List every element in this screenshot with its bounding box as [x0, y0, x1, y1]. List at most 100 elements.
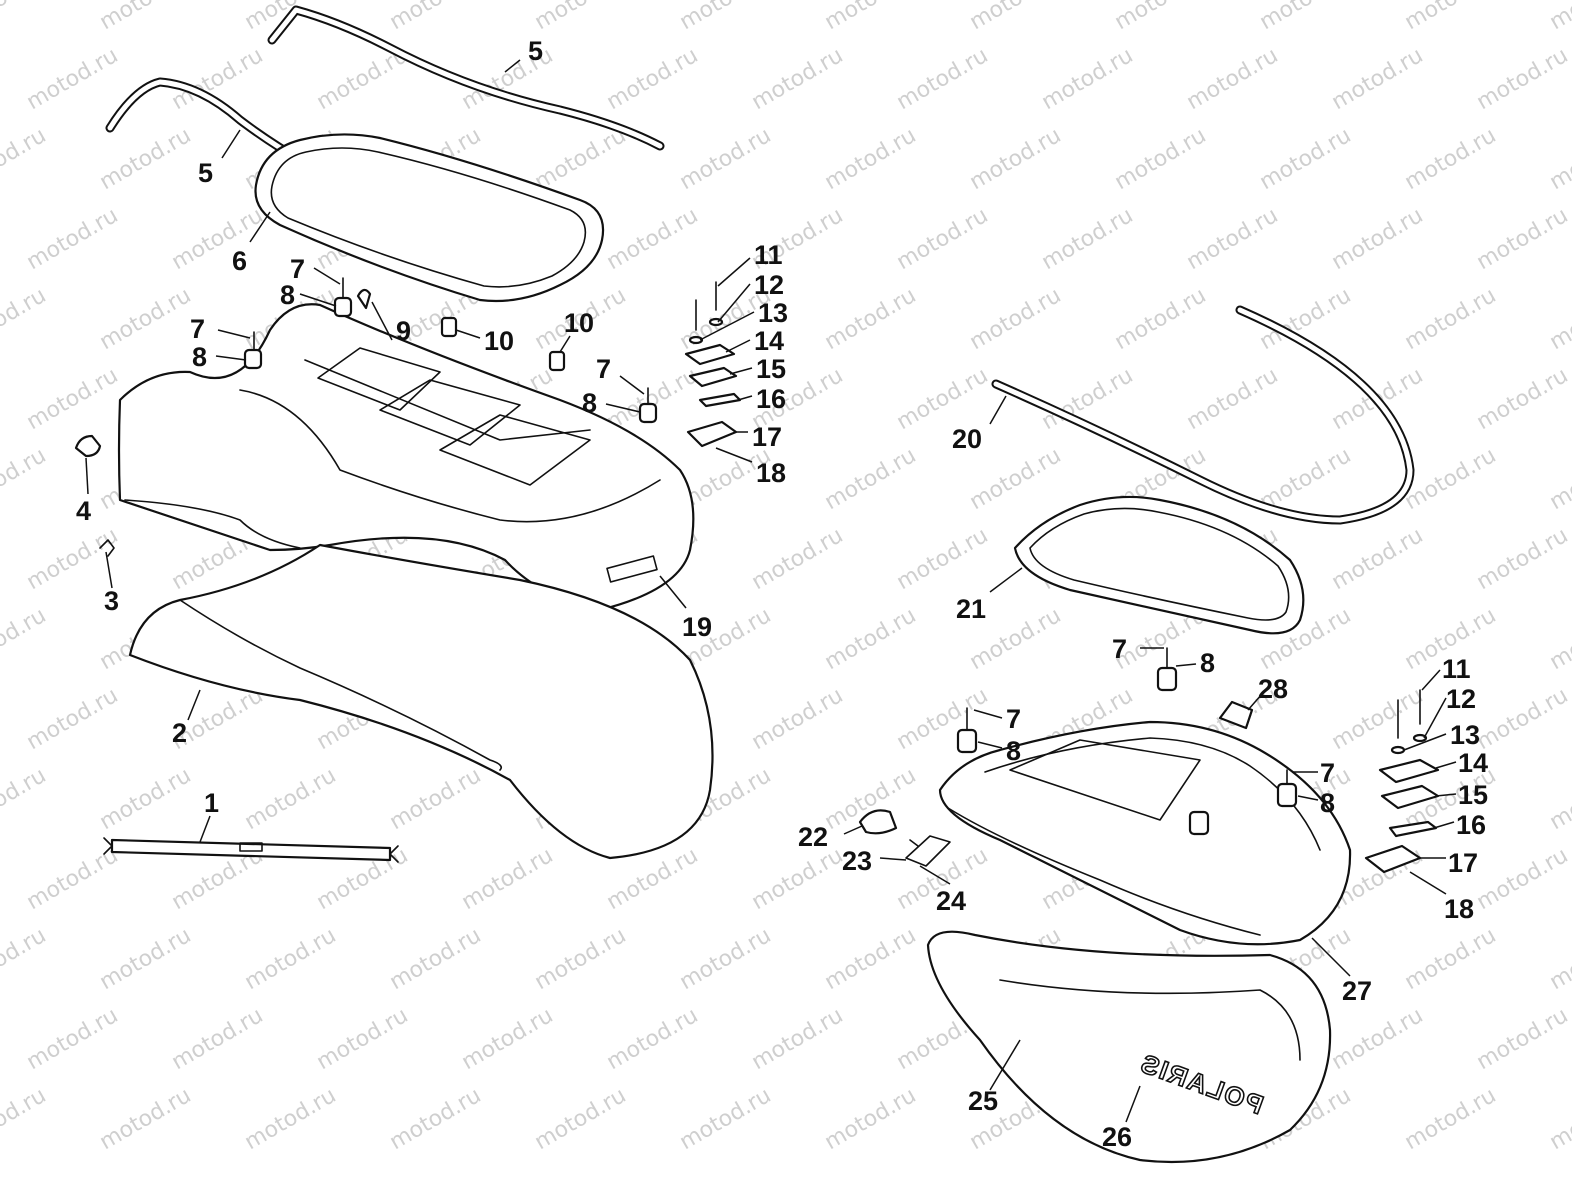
seat-rubber-seal	[356, 288, 372, 310]
watermark-text: motod.ru	[1473, 43, 1572, 115]
watermark-text: motod.ru	[1401, 0, 1501, 35]
watermark-text: motod.ru	[313, 1003, 413, 1075]
watermark-text: motod.ru	[1111, 0, 1211, 35]
watermark-text: motod.ru	[1473, 843, 1572, 915]
watermark-text: motod.ru	[1038, 203, 1138, 275]
watermark-text: motod.ru	[821, 123, 921, 195]
callout-7-a: 7	[290, 254, 305, 284]
callout-1: 1	[204, 788, 219, 818]
watermark-text: motod.ru	[1546, 123, 1572, 195]
watermark-text: motod.ru	[1546, 443, 1572, 515]
watermark-text: motod.ru	[1328, 1003, 1428, 1075]
callout-11-b: 11	[1442, 654, 1471, 684]
callout-5-lower: 5	[198, 158, 213, 188]
lid-seal-ring	[1013, 495, 1305, 635]
callout-18-b: 18	[1444, 894, 1474, 924]
watermark-text: motod.ru	[603, 1003, 703, 1075]
callout-8-e: 8	[1006, 736, 1021, 766]
seat-latch-part	[74, 434, 102, 458]
watermark-text: motod.ru	[1546, 923, 1572, 995]
seat-clip-part	[99, 539, 115, 557]
watermark-text: motod.ru	[893, 43, 993, 115]
watermark-text: motod.ru	[96, 123, 196, 195]
callout-10-b: 10	[564, 308, 594, 338]
callout-14-a: 14	[754, 326, 784, 356]
watermark-text: motod.ru	[821, 283, 921, 355]
watermark-text: motod.ru	[531, 0, 631, 35]
callout-10-a: 10	[484, 326, 514, 356]
watermark-text: motod.ru	[1183, 203, 1283, 275]
callout-11-a: 11	[754, 240, 783, 270]
watermark-text: motod.ru	[1328, 683, 1428, 755]
callout-24: 24	[936, 886, 966, 916]
watermark-text: motod.ru	[893, 523, 993, 595]
watermark-text: motod.ru	[748, 523, 848, 595]
watermark-text: motod.ru	[96, 923, 196, 995]
callout-3: 3	[104, 586, 119, 616]
callout-20: 20	[952, 424, 982, 454]
seat-bumpers	[243, 277, 658, 424]
watermark-text: motod.ru	[821, 443, 921, 515]
watermark-text: motod.ru	[1401, 123, 1501, 195]
watermark-text: motod.ru	[168, 1003, 268, 1075]
watermark-text: motod.ru	[676, 123, 776, 195]
watermark-text: motod.ru	[1401, 923, 1501, 995]
callout-7-e: 7	[1006, 704, 1021, 734]
watermark-text: motod.ru	[676, 923, 776, 995]
watermark-text: motod.ru	[966, 283, 1066, 355]
watermark-text: motod.ru	[1473, 203, 1572, 275]
watermark-text: motod.ru	[23, 843, 123, 915]
watermark-text: motod.ru	[1038, 43, 1138, 115]
seat-clip-lower	[548, 350, 566, 372]
callout-23: 23	[842, 846, 872, 876]
lid-bumpers	[956, 647, 1298, 836]
watermark-text: motod.ru	[531, 923, 631, 995]
watermark-text: motod.ru	[23, 363, 123, 435]
watermark-text: motod.ru	[458, 1003, 558, 1075]
callout-8-f: 8	[1320, 788, 1335, 818]
watermark-text: motod.ru	[0, 123, 50, 195]
watermark-text: motod.ru	[1546, 1083, 1572, 1155]
watermark-text: motod.ru	[1546, 0, 1572, 35]
watermark-text: motod.ru	[748, 683, 848, 755]
watermark-text: motod.ru	[0, 603, 50, 675]
watermark-text: motod.ru	[386, 0, 486, 35]
callout-13-b: 13	[1450, 720, 1480, 750]
seat-hinge-stack	[684, 281, 742, 448]
watermark-text: motod.ru	[531, 1083, 631, 1155]
watermark-text: motod.ru	[96, 283, 196, 355]
watermark-text: motod.ru	[241, 1083, 341, 1155]
watermark-text: motod.ru	[23, 203, 123, 275]
watermark-text: motod.ru	[603, 203, 703, 275]
callout-8-a: 8	[280, 280, 295, 310]
callout-6: 6	[232, 246, 247, 276]
callout-25: 25	[968, 1086, 998, 1116]
watermark-text: motod.ru	[0, 0, 50, 35]
callout-17-b: 17	[1448, 848, 1478, 878]
lid-hinge-stack	[1364, 689, 1440, 874]
lid-latch-28	[1218, 700, 1254, 730]
callout-21: 21	[956, 594, 986, 624]
watermark-text: motod.ru	[1401, 1083, 1501, 1155]
seat-base-pan	[117, 303, 695, 612]
watermark-text: motod.ru	[1546, 763, 1572, 835]
watermark-text: motod.ru	[386, 923, 486, 995]
watermark-text: motod.ru	[1256, 0, 1356, 35]
watermark-text: motod.ru	[676, 1083, 776, 1155]
watermark-text: motod.ru	[0, 923, 50, 995]
watermark-text: motod.ru	[1111, 123, 1211, 195]
callout-12-b: 12	[1446, 684, 1476, 714]
watermark-layer: motod.ru motod.ru motod.ru motod.ru motod.ru…	[0, 0, 1572, 1155]
callout-4: 4	[76, 496, 91, 526]
callout-16-a: 16	[756, 384, 786, 414]
callout-15-a: 15	[756, 354, 786, 384]
callout-8-d: 8	[1200, 648, 1215, 678]
watermark-text: motod.ru	[821, 0, 921, 35]
watermark-text: motod.ru	[893, 683, 993, 755]
callout-labels: 1 2 3 4 5 5 6 7 7 7 8 8 8 9 10 10 11 12 …	[76, 36, 1488, 1152]
watermark-text: motod.ru	[1546, 603, 1572, 675]
watermark-text: motod.ru	[1111, 283, 1211, 355]
callout-16-b: 16	[1456, 810, 1486, 840]
callout-7-b: 7	[190, 314, 205, 344]
